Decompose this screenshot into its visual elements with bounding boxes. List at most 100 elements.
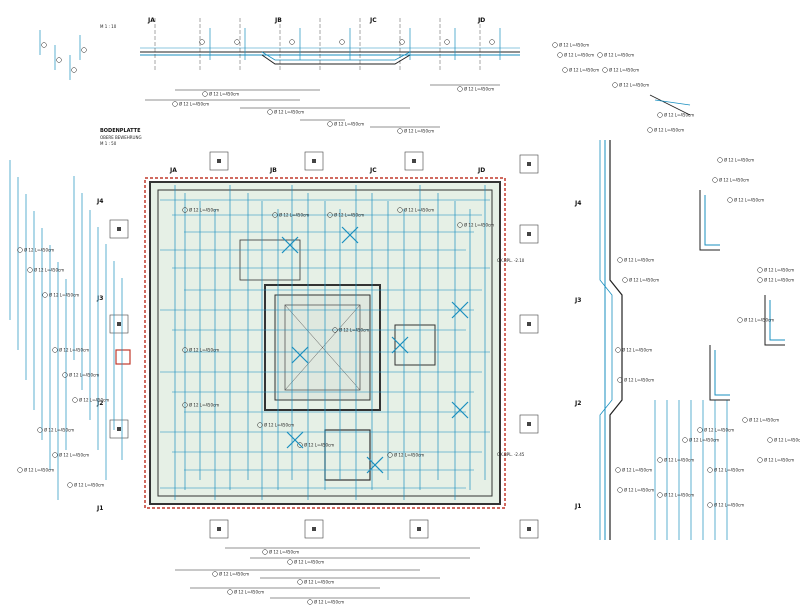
rebar-position-marker: [397, 207, 403, 213]
rebar-position-marker: [202, 91, 208, 97]
rebar-label: Ø 12 L=450cm: [734, 198, 764, 203]
rebar-position-marker: [557, 52, 563, 58]
rebar-cross: [286, 431, 304, 449]
rebar-position-marker: [552, 42, 558, 48]
level-label-2: OK.BPL. -2.45: [497, 452, 525, 457]
rebar-position-marker: [17, 247, 23, 253]
rebar-position-marker: [17, 467, 23, 473]
column-marker: [519, 224, 539, 244]
rebar-position-marker: [617, 487, 623, 493]
rebar-position-marker: [307, 599, 313, 605]
rebar-label: Ø 12 L=450cm: [749, 418, 779, 423]
column-core: [117, 227, 121, 231]
rebar-position-marker: [457, 86, 463, 92]
drawing-scale: M 1 : 50: [100, 141, 117, 146]
rebar-label: Ø 12 L=450cm: [274, 110, 304, 115]
rebar-label: Ø 12 L=450cm: [24, 468, 54, 473]
rebar-label: Ø 12 L=450cm: [79, 398, 109, 403]
column-marker: [519, 519, 539, 539]
rebar-label: Ø 12 L=450cm: [314, 600, 344, 605]
column-marker: [519, 314, 539, 334]
rebar-position-marker: [41, 42, 47, 48]
rebar-position-marker: [444, 39, 450, 45]
rebar-position-marker: [182, 347, 188, 353]
rebar-position-marker: [172, 101, 178, 107]
rebar-position-marker: [262, 549, 268, 555]
rebar-label: Ø 12 L=450cm: [719, 178, 749, 183]
rebar-position-marker: [72, 397, 78, 403]
rebar-position-marker: [612, 82, 618, 88]
column-marker: [109, 314, 129, 334]
rebar-label: Ø 12 L=450cm: [234, 590, 264, 595]
rebar-position-marker: [562, 67, 568, 73]
rebar-label: Ø 12 L=450cm: [264, 423, 294, 428]
rebar-label: Ø 12 L=450cm: [189, 348, 219, 353]
drawing-title: BODENPLATTE: [100, 128, 141, 134]
rebar-position-marker: [81, 47, 87, 53]
column-core: [312, 159, 316, 163]
rebar-position-marker: [717, 157, 723, 163]
column-marker: [409, 519, 429, 539]
rebar-label: Ø 12 L=450cm: [339, 328, 369, 333]
rebar-label: Ø 12 L=450cm: [619, 83, 649, 88]
rebar-position-marker: [257, 422, 263, 428]
rebar-position-marker: [327, 212, 333, 218]
rebar-label: Ø 12 L=450cm: [664, 458, 694, 463]
rebar-position-marker: [234, 39, 240, 45]
rebar-position-marker: [397, 128, 403, 134]
column-marker: [304, 151, 324, 171]
rebar-position-marker: [617, 257, 623, 263]
rebar-label: Ø 12 L=450cm: [622, 348, 652, 353]
rebar-label: Ø 12 L=450cm: [74, 483, 104, 488]
rebar-position-marker: [457, 222, 463, 228]
rebar-label: Ø 12 L=450cm: [564, 53, 594, 58]
rebar-label: Ø 12 L=450cm: [624, 488, 654, 493]
rebar-label: Ø 12 L=450cm: [764, 268, 794, 273]
left-rebar-annotations: Ø 12 L=450cm Ø 12 L=450cm Ø 12 L=450cm Ø 12…: [9, 30, 123, 500]
rebar-position-marker: [339, 39, 345, 45]
rebar-position-marker: [272, 212, 278, 218]
column-core: [117, 322, 121, 326]
column-core: [527, 232, 531, 236]
section-axis-3: JC: [369, 17, 377, 24]
rebar-position-marker: [227, 589, 233, 595]
rebar-label: Ø 12 L=450cm: [569, 68, 599, 73]
rebar-label: Ø 12 L=450cm: [394, 453, 424, 458]
column-core: [527, 527, 531, 531]
column-core: [527, 422, 531, 426]
rebar-cross: [291, 346, 309, 364]
column-core: [412, 159, 416, 163]
rebar-position-marker: [62, 372, 68, 378]
rebar-position-marker: [622, 277, 628, 283]
rebar-label: Ø 12 L=450cm: [724, 158, 754, 163]
rebar-position-marker: [712, 177, 718, 183]
top-section-view: JA JB JC JD M 1 : 10: [100, 17, 520, 70]
section-axis-1: JA: [147, 17, 155, 24]
rebar-position-marker: [42, 292, 48, 298]
rebar-label: Ø 12 L=450cm: [404, 129, 434, 134]
rebar-label: Ø 12 L=450cm: [269, 550, 299, 555]
rebar-position-marker: [297, 579, 303, 585]
plan-axis-1: JA: [169, 167, 177, 174]
plan-axis-3: JC: [369, 167, 377, 174]
rebar-label: Ø 12 L=450cm: [69, 373, 99, 378]
column-core: [417, 527, 421, 531]
plan-row-1: J4: [96, 198, 103, 205]
section-scale-label: M 1 : 10: [100, 24, 117, 29]
column-marker: [404, 151, 424, 171]
rebar-label: Ø 12 L=450cm: [744, 318, 774, 323]
rebar-position-marker: [757, 267, 763, 273]
rebar-position-marker: [182, 207, 188, 213]
rebar-position-marker: [289, 39, 295, 45]
plan-row-3: J2: [96, 400, 103, 407]
column-marker: [209, 151, 229, 171]
rebar-label: Ø 12 L=450cm: [189, 403, 219, 408]
column-core: [217, 527, 221, 531]
rebar-position-marker: [71, 67, 77, 73]
rebar-position-marker: [199, 39, 205, 45]
rebar-label: Ø 12 L=450cm: [654, 128, 684, 133]
column-marker: [109, 419, 129, 439]
section-row-1: J4: [574, 200, 581, 207]
